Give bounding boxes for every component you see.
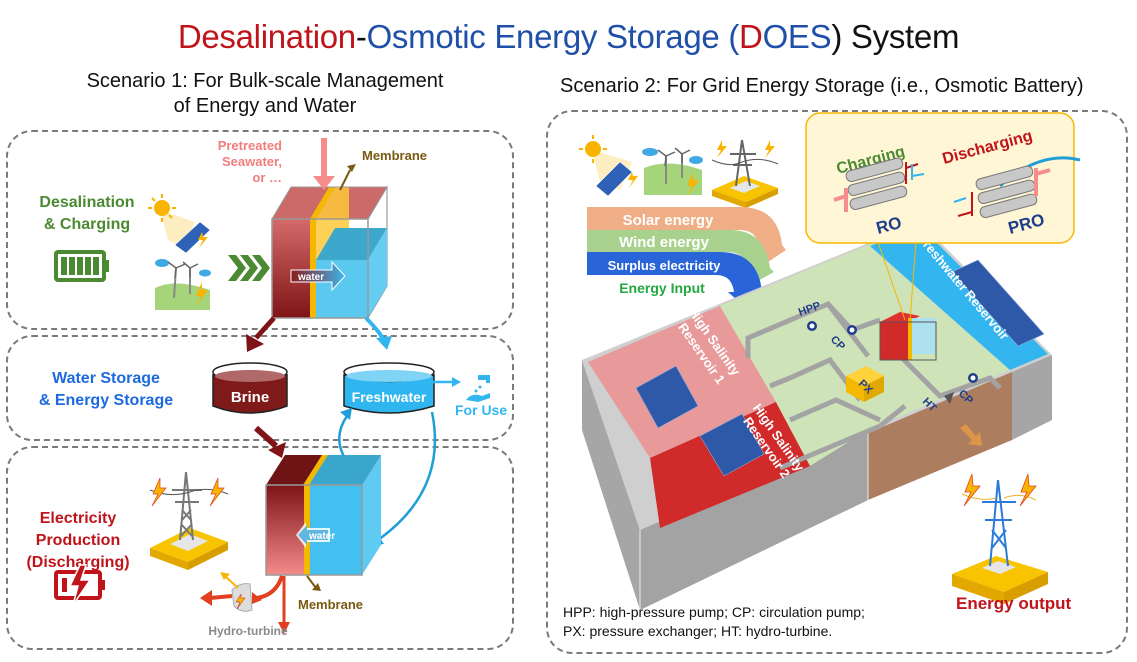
soil-side: [868, 370, 1012, 500]
power-tower-icon: [711, 139, 779, 208]
brine-to-cell-arrow: [253, 425, 286, 458]
title-osmotic: Osmotic Energy Storage (: [366, 18, 740, 55]
water-label-discharging: water: [308, 531, 335, 542]
charging-label: Desalination & Charging: [22, 192, 152, 236]
title-d: D: [739, 18, 763, 55]
scenario2-title: Scenario 2: For Grid Energy Storage (i.e…: [560, 75, 1084, 97]
solar-panel-reservoir-1: [635, 365, 699, 429]
scenario2-graphics: Solar energy Wind energy Surplus electri…: [579, 112, 1081, 610]
module-cube: [879, 312, 937, 361]
membrane-pointer-arrow: [339, 164, 356, 191]
pro-cell: [265, 455, 381, 576]
storage-label: Water Storage & Energy Storage: [26, 368, 186, 412]
energy-output-label: Energy output: [956, 594, 1072, 613]
brine-label: Brine: [231, 389, 269, 406]
scenario1-title-line1: Scenario 1: For Bulk-scale Management: [86, 70, 444, 92]
charging-label-line1: Desalination: [39, 194, 135, 211]
abbreviation-legend: HPP: high-pressure pump; CP: circulation…: [563, 603, 865, 641]
discharging-label-line2: Production: [35, 532, 121, 549]
return-arrowhead-top: [340, 408, 352, 420]
inflow-label-line3: or …: [252, 170, 282, 185]
discharging-label-line3: (Discharging): [26, 554, 130, 571]
charging-label-line2: & Charging: [43, 216, 131, 233]
freshwater-label: Freshwater: [352, 389, 427, 405]
membrane-label-bottom: Membrane: [298, 597, 363, 612]
battery-full-icon: [54, 250, 109, 282]
hydro-turbine-icon: [231, 583, 253, 612]
discharging-label: Electricity Production (Discharging): [18, 508, 138, 574]
storage-label-line2: & Energy Storage: [38, 392, 174, 409]
membrane-label-top: Membrane: [362, 148, 427, 163]
legend-line2: PX: pressure exchanger; HT: hydro-turbin…: [563, 623, 833, 639]
wind-energy-arrow: [587, 230, 774, 282]
inflow-label-line2: Seawater,: [222, 154, 282, 169]
inflow-label-line1: Pretreated: [218, 138, 282, 153]
panel-discharging: [6, 446, 514, 650]
membrane-pointer-arrow-bottom: [306, 575, 321, 591]
scenario1-title-line2: of Energy and Water: [173, 95, 357, 117]
wind-turbine-icon: [642, 147, 703, 196]
title-hyphen: -: [355, 18, 367, 55]
solar-panel-icon: [579, 135, 638, 197]
site-right-side: [1012, 355, 1052, 440]
water-label-charging: water: [297, 272, 324, 283]
wind-turbine-icon: [155, 259, 211, 310]
pro-module-icon: [953, 156, 1081, 219]
surplus-electricity-label: Surplus electricity: [608, 258, 721, 273]
energy-output-arrow: [960, 424, 982, 446]
discharging-label-line1: Electricity: [39, 510, 117, 527]
ht-turbine-icon: [944, 392, 954, 404]
freshwater-tank-icon: [343, 362, 435, 414]
solar-panel-icon: [148, 194, 211, 254]
cp-pump-icon-1: [847, 325, 857, 335]
freshwater-flow-arrow: [364, 316, 392, 350]
output-power-tower-icon: [952, 473, 1048, 604]
hpp-pump-icon: [807, 321, 817, 331]
for-use-arrow: [432, 377, 461, 387]
turbine-label: Hydro-turbine: [208, 624, 288, 638]
scenario1-graphics: water Pretreated Seawater, or … Membrane…: [54, 138, 507, 638]
px-box: [846, 366, 884, 402]
ro-module-icon: [833, 157, 925, 212]
surplus-electricity-arrow: [587, 252, 768, 310]
site-front-side: [640, 430, 868, 610]
energy-input-label: Energy Input: [619, 280, 705, 296]
scenario1-title: Scenario 1: For Bulk-scale Management of…: [40, 69, 490, 119]
panel-charging: [6, 130, 514, 330]
solar-energy-label: Solar energy: [623, 212, 715, 229]
for-use-label: For Use: [455, 402, 507, 418]
legend-line1: HPP: high-pressure pump; CP: circulation…: [563, 604, 865, 620]
storage-label-line1: Water Storage: [52, 370, 160, 387]
desalination-cell: [271, 185, 388, 320]
main-title: Desalination-Osmotic Energy Storage (DOE…: [0, 18, 1137, 56]
tap-hand-icon: [466, 375, 490, 402]
power-tower-icon: [149, 471, 229, 570]
cp-pump-icon-2: [968, 373, 978, 383]
solar-energy-arrow: [587, 207, 786, 262]
seawater-inflow-arrow: [313, 138, 335, 190]
battery-charging-icon: [54, 564, 105, 606]
solar-panel-freshwater: [951, 259, 1045, 347]
brine-tank-icon: [212, 362, 288, 414]
turbine-flow-arrows: [200, 572, 290, 634]
title-desalination: Desalination: [177, 18, 356, 55]
chevrons-right-icon: [228, 255, 270, 281]
title-system: ) System: [831, 18, 960, 55]
brine-flow-arrow: [246, 316, 276, 352]
panel-scenario2: [546, 110, 1128, 654]
title-oes: OES: [762, 18, 832, 55]
solar-panel-reservoir-2: [699, 413, 765, 477]
wind-energy-label: Wind energy: [619, 234, 710, 251]
